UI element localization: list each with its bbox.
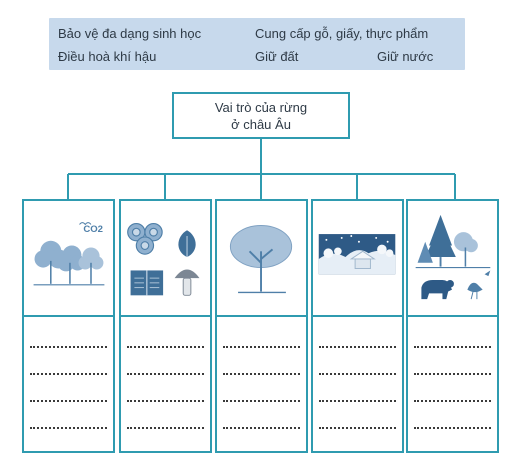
- answer-line[interactable]: [414, 373, 491, 375]
- snow-landscape-icon: [313, 201, 402, 317]
- answer-line[interactable]: [414, 346, 491, 348]
- word-bank-option[interactable]: Cung cấp gỗ, giấy, thực phẩm: [255, 26, 429, 41]
- co2-label: CO2: [83, 224, 103, 235]
- answer-line[interactable]: [30, 373, 107, 375]
- center-topic-line2: ở châu Âu: [231, 116, 291, 132]
- answer-line[interactable]: [30, 427, 107, 429]
- word-bank-option[interactable]: Giữ đất: [255, 49, 299, 64]
- answer-line[interactable]: [127, 373, 204, 375]
- answer-line[interactable]: [414, 427, 491, 429]
- answer-line[interactable]: [223, 346, 300, 348]
- answer-line[interactable]: [30, 400, 107, 402]
- role-card-2: [119, 199, 212, 453]
- forest-animals-icon: [408, 201, 497, 317]
- word-bank-option[interactable]: Điều hoà khí hậu: [58, 49, 157, 64]
- answer-line[interactable]: [223, 427, 300, 429]
- word-bank: Bảo vệ đa dạng sinh học Cung cấp gỗ, giấ…: [49, 18, 465, 70]
- single-tree-icon: [217, 201, 306, 317]
- role-card-3: [215, 199, 308, 453]
- answer-line[interactable]: [127, 400, 204, 402]
- wood-food-book-icon: [121, 201, 210, 317]
- word-bank-option[interactable]: Giữ nước: [377, 49, 434, 64]
- role-card-4: [311, 199, 404, 453]
- answer-line[interactable]: [30, 346, 107, 348]
- answer-line[interactable]: [319, 400, 396, 402]
- role-card-1: CO2: [22, 199, 115, 453]
- answer-line[interactable]: [319, 346, 396, 348]
- word-bank-option[interactable]: Bảo vệ đa dạng sinh học: [58, 26, 202, 41]
- answer-line[interactable]: [223, 373, 300, 375]
- center-topic-line1: Vai trò của rừng: [214, 99, 308, 115]
- answer-line[interactable]: [127, 427, 204, 429]
- answer-line[interactable]: [319, 373, 396, 375]
- answer-line[interactable]: [223, 400, 300, 402]
- answer-line[interactable]: [319, 427, 396, 429]
- trees-co2-icon: CO2: [24, 201, 113, 317]
- center-topic-box: Vai trò của rừng ở châu Âu: [172, 92, 350, 139]
- answer-line[interactable]: [127, 346, 204, 348]
- answer-line[interactable]: [414, 400, 491, 402]
- role-card-5: [406, 199, 499, 453]
